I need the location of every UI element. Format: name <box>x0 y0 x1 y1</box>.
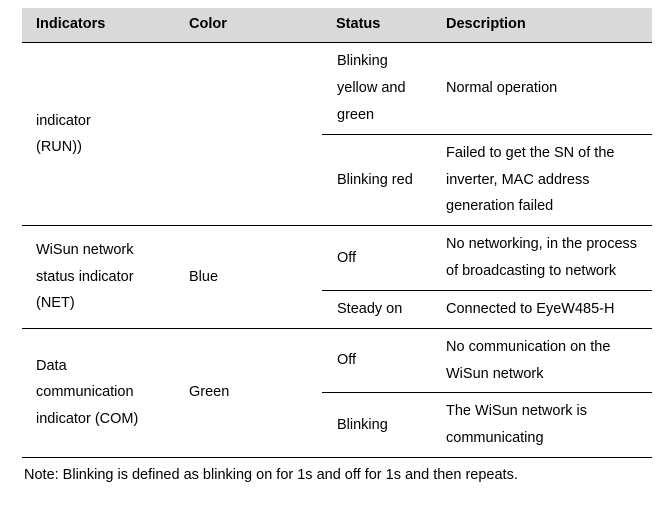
table-row: Steady on Connected to EyeW485-H <box>22 289 652 329</box>
table-note: Note: Blinking is defined as blinking on… <box>22 456 652 490</box>
cell-status-com-off: Off <box>322 327 432 393</box>
table-row: WiSun network status indicator (NET) Blu… <box>22 225 652 329</box>
table-row: Blinking red Failed to get the SN of the… <box>22 133 652 226</box>
table-note-row: Note: Blinking is defined as blinking on… <box>22 456 652 490</box>
table-row: indicator (RUN)) Blinking yellow and gre… <box>22 43 652 155</box>
cell-color-com: Green <box>175 327 322 458</box>
indicator-run-line1: indicator <box>36 112 91 129</box>
column-header-indicators: Indicators <box>22 8 175 44</box>
cell-indicator-net: WiSun network status indicator (NET) <box>22 225 175 329</box>
cell-indicator-run: indicator (RUN)) <box>22 43 175 226</box>
table-header-row: Indicators Color Status Description <box>22 8 652 44</box>
cell-color-net: Blue <box>175 225 322 329</box>
cell-status-run-normal: Blinking yellow and green <box>337 53 406 124</box>
cell-status-run-fault: Blinking red <box>322 133 432 226</box>
cell-indicator-com: Data communication indicator (COM) <box>22 327 175 458</box>
column-header-status: Status <box>322 8 432 44</box>
cell-status-net-off: Off <box>322 225 432 291</box>
cell-description-com-blinking: The WiSun network is communicating <box>432 392 652 458</box>
table-body: indicator (RUN)) Blinking yellow and gre… <box>22 43 652 490</box>
cell-description-run-fault: Failed to get the SN of the inverter, MA… <box>432 133 652 226</box>
indicator-run-line2: (RUN)) <box>36 139 82 156</box>
cell-description-run-normal: Normal operation <box>446 80 558 97</box>
table-header: Indicators Color Status Description <box>22 8 652 44</box>
cell-description-com-off: No communication on the WiSun network <box>432 327 652 393</box>
cell-status-net-steady: Steady on <box>322 289 432 329</box>
column-header-color: Color <box>175 8 322 44</box>
cell-color-run <box>175 43 322 226</box>
led-indicator-table: Indicators Color Status Description indi… <box>22 8 652 490</box>
cell-status-com-blinking: Blinking <box>322 392 432 458</box>
table-row: Blinking The WiSun network is communicat… <box>22 392 652 458</box>
table-row: Data communication indicator (COM) Green… <box>22 327 652 458</box>
cell-description-net-steady: Connected to EyeW485-H <box>432 289 652 329</box>
column-header-description: Description <box>432 8 652 44</box>
cell-description-net-off: No networking, in the process of broadca… <box>432 225 652 291</box>
